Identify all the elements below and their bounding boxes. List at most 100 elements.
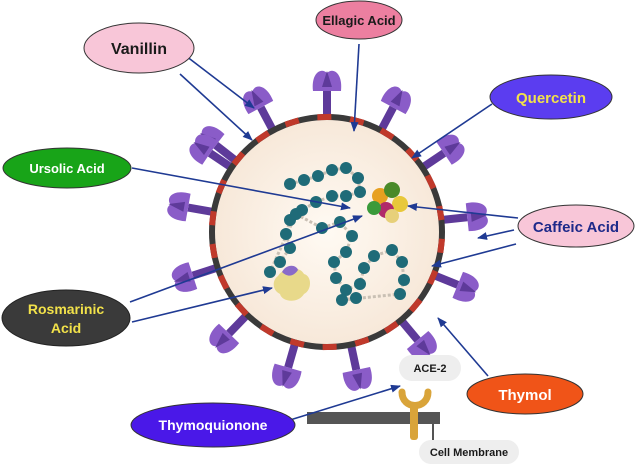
spike-protein [440,202,488,232]
arrow-thymoquinone [289,384,401,421]
arrow-caffeic-acid-3 [431,243,517,268]
envelope-protein [427,269,439,285]
label-thymoquinone-text: Thymoquionone [159,417,268,433]
label-rosmarinic-acid-text-1: Rosmarinic [28,301,104,317]
rna-bead [354,186,366,198]
label-vanillin-text: Vanillin [111,41,167,58]
label-cell-membrane-text: Cell Membrane [430,447,508,459]
rna-bead [330,272,342,284]
rna-bead [328,256,340,268]
rna-bead [346,230,358,242]
label-thymoquinone: Thymoquionone [130,402,296,448]
protein-cluster-left [273,265,310,301]
label-caffeic-acid: Caffeic Acid [517,204,635,248]
label-ace2-text: ACE-2 [413,363,446,375]
label-caffeic-acid-text: Caffeic Acid [533,219,619,236]
label-rosmarinic-acid: Rosmarinic Acid [1,289,131,347]
arrow-rosmarinic-acid-1 [129,215,363,303]
spike-protein [342,343,372,391]
label-ursolic-acid-shape [2,147,132,189]
envelope-protein [284,117,300,128]
envelope-protein [349,116,365,126]
rna-bead [280,228,292,240]
rna-bead [298,174,310,186]
label-quercetin-text: Quercetin [516,90,586,107]
rna-bead [326,164,338,176]
label-rosmarinic-acid-shape [1,289,131,347]
rna-bead [358,262,370,274]
envelope-protein [231,151,246,166]
protein-cluster-right [367,182,408,223]
rna-bead [290,208,302,220]
rna-bead [284,178,296,190]
label-thymol: Thymol [466,373,584,415]
rna-bead [368,250,380,262]
envelope-protein [383,320,399,334]
envelope-protein [217,274,230,290]
label-quercetin: Quercetin [489,74,613,120]
label-ursolic-acid: Ursolic Acid [2,147,132,189]
envelope-protein [259,323,275,337]
rna-bead [354,278,366,290]
arrow-thymol [437,317,489,377]
label-ursolic-acid-text: Ursolic Acid [29,161,104,176]
cell-membrane-bar [307,412,440,424]
label-thymol-shape [466,373,584,415]
arrow-caffeic-acid-2 [477,229,515,240]
label-ellagic-acid-text: Ellagic Acid [322,13,395,28]
rna-bead [350,292,362,304]
spike-protein [189,134,234,172]
label-ace2-shape [399,355,461,381]
spike-protein [167,192,215,222]
label-ace2: ACE-2 [399,355,461,381]
rna-bead [274,256,286,268]
rna-bead [316,222,328,234]
rna-bead [340,246,352,258]
arrow-ursolic-acid [131,167,351,211]
label-vanillin-shape [83,22,195,74]
ace2-receptor [398,388,432,440]
rna-bead [394,288,406,300]
spike-protein [312,70,342,117]
rna-bead [340,162,352,174]
rna-bead [264,266,276,278]
rna-bead [336,294,348,306]
arrow-vanillin-2 [179,73,253,141]
rna-bead [326,190,338,202]
rna-bead [312,170,324,182]
rna-strand [264,162,410,306]
spike-protein [377,86,411,133]
spike-protein [209,311,250,354]
spike-protein [432,271,479,302]
arrow-quercetin [411,103,493,159]
spike-proteins [167,70,488,391]
label-thymol-text: Thymol [498,387,551,404]
envelope-protein [317,113,332,121]
spike-protein [397,317,437,361]
rna-bead [340,284,352,296]
label-cell-membrane: Cell Membrane [419,440,519,464]
label-ellagic-acid: Ellagic Acid [315,0,403,40]
arrow-ellagic-acid [350,43,360,132]
spike-protein [420,134,465,172]
rna-bead [398,274,410,286]
envelope-protein [379,127,395,141]
envelope-protein [354,336,370,347]
envelope-protein [209,243,218,259]
envelope-protein [437,238,445,254]
arrow-rosmarinic-acid-2 [131,286,273,323]
label-ellagic-acid-shape [315,0,403,40]
envelope-protein [289,338,305,348]
envelope-protein [234,302,249,317]
binding-arrows [129,43,519,421]
rna-bead [396,256,408,268]
arrow-caffeic-acid-1 [407,202,519,219]
arrow-vanillin [185,55,255,109]
envelope-protein [322,343,337,351]
envelope-protein [424,174,437,190]
rna-bead [340,190,352,202]
rna-bead [284,242,296,254]
label-quercetin-shape [489,74,613,120]
label-rosmarinic-acid-text-2: Acid [51,320,81,336]
